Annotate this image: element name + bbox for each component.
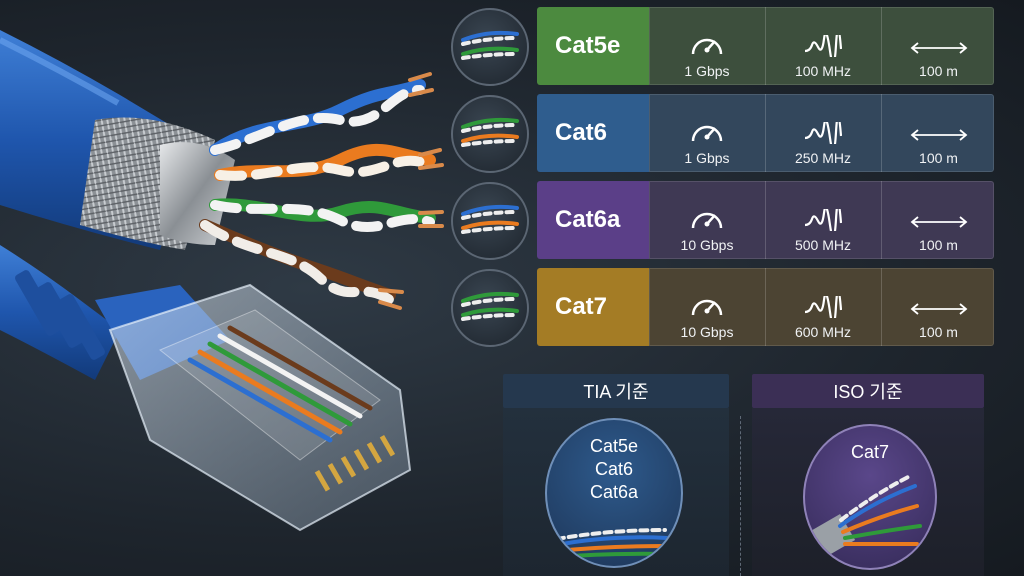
frequency-value: 500 MHz: [794, 237, 852, 253]
tia-standard-heading: TIA 기준: [503, 374, 729, 408]
speed-value: 1 Gbps: [684, 63, 730, 79]
distance-spec: 100 m: [881, 181, 996, 259]
distance-value: 100 m: [919, 63, 958, 79]
speed-value: 1 Gbps: [684, 150, 730, 166]
frequency-spec: 100 MHz: [765, 7, 881, 85]
tia-category-item: Cat6: [594, 459, 634, 479]
iso-category-item: Cat7: [850, 442, 890, 462]
distance-spec: 100 m: [881, 94, 996, 172]
cable-thumbnail: [451, 8, 529, 86]
tia-category-item: Cat6a: [589, 482, 639, 502]
tia-category-circle: Cat5e Cat6 Cat6a: [545, 418, 683, 568]
cable-thumbnail: [451, 182, 529, 260]
category-name: Cat5e: [537, 7, 649, 85]
speed-value: 10 Gbps: [680, 324, 734, 340]
category-row-cat6a: Cat6a 10 Gbps 500 MHz 100 m: [451, 181, 996, 260]
category-row-cat5e: Cat5e 1 Gbps 100 MHz 100 m: [451, 7, 996, 86]
category-row-cat7: Cat7 10 Gbps 600 MHz 100 m: [451, 268, 996, 347]
speed-spec: 1 Gbps: [649, 7, 765, 85]
speed-spec: 1 Gbps: [649, 94, 765, 172]
speedometer-icon: [691, 38, 723, 55]
category-name: Cat6a: [537, 181, 649, 259]
distance-value: 100 m: [919, 150, 958, 166]
frequency-value: 100 MHz: [794, 63, 852, 79]
double-arrow-icon: [910, 303, 967, 315]
standards-divider: [740, 416, 741, 576]
speedometer-icon: [691, 125, 723, 142]
double-arrow-icon: [910, 216, 967, 228]
distance-spec: 100 m: [881, 268, 996, 346]
frequency-value: 600 MHz: [794, 324, 852, 340]
iso-standard-heading: ISO 기준: [752, 374, 984, 408]
frequency-spec: 250 MHz: [765, 94, 881, 172]
double-arrow-icon: [910, 129, 967, 141]
speedometer-icon: [691, 299, 723, 316]
speedometer-icon: [691, 212, 723, 229]
category-name: Cat6: [537, 94, 649, 172]
frequency-value: 250 MHz: [794, 150, 852, 166]
category-row-cat6: Cat6 1 Gbps 250 MHz 100 m: [451, 94, 996, 173]
distance-value: 100 m: [919, 237, 958, 253]
ethernet-cable-illustration: [0, 30, 444, 532]
frequency-spec: 500 MHz: [765, 181, 881, 259]
waveform-icon: [804, 209, 842, 231]
waveform-icon: [804, 296, 842, 318]
distance-value: 100 m: [919, 324, 958, 340]
double-arrow-icon: [910, 42, 967, 54]
cable-thumbnail: [451, 269, 529, 347]
distance-spec: 100 m: [881, 7, 996, 85]
speed-spec: 10 Gbps: [649, 268, 765, 346]
tia-category-item: Cat5e: [589, 436, 639, 456]
waveform-icon: [804, 35, 842, 57]
cable-thumbnail: [451, 95, 529, 173]
iso-category-circle: Cat7: [803, 424, 937, 570]
waveform-icon: [804, 122, 842, 144]
speed-spec: 10 Gbps: [649, 181, 765, 259]
frequency-spec: 600 MHz: [765, 268, 881, 346]
category-name: Cat7: [537, 268, 649, 346]
speed-value: 10 Gbps: [680, 237, 734, 253]
